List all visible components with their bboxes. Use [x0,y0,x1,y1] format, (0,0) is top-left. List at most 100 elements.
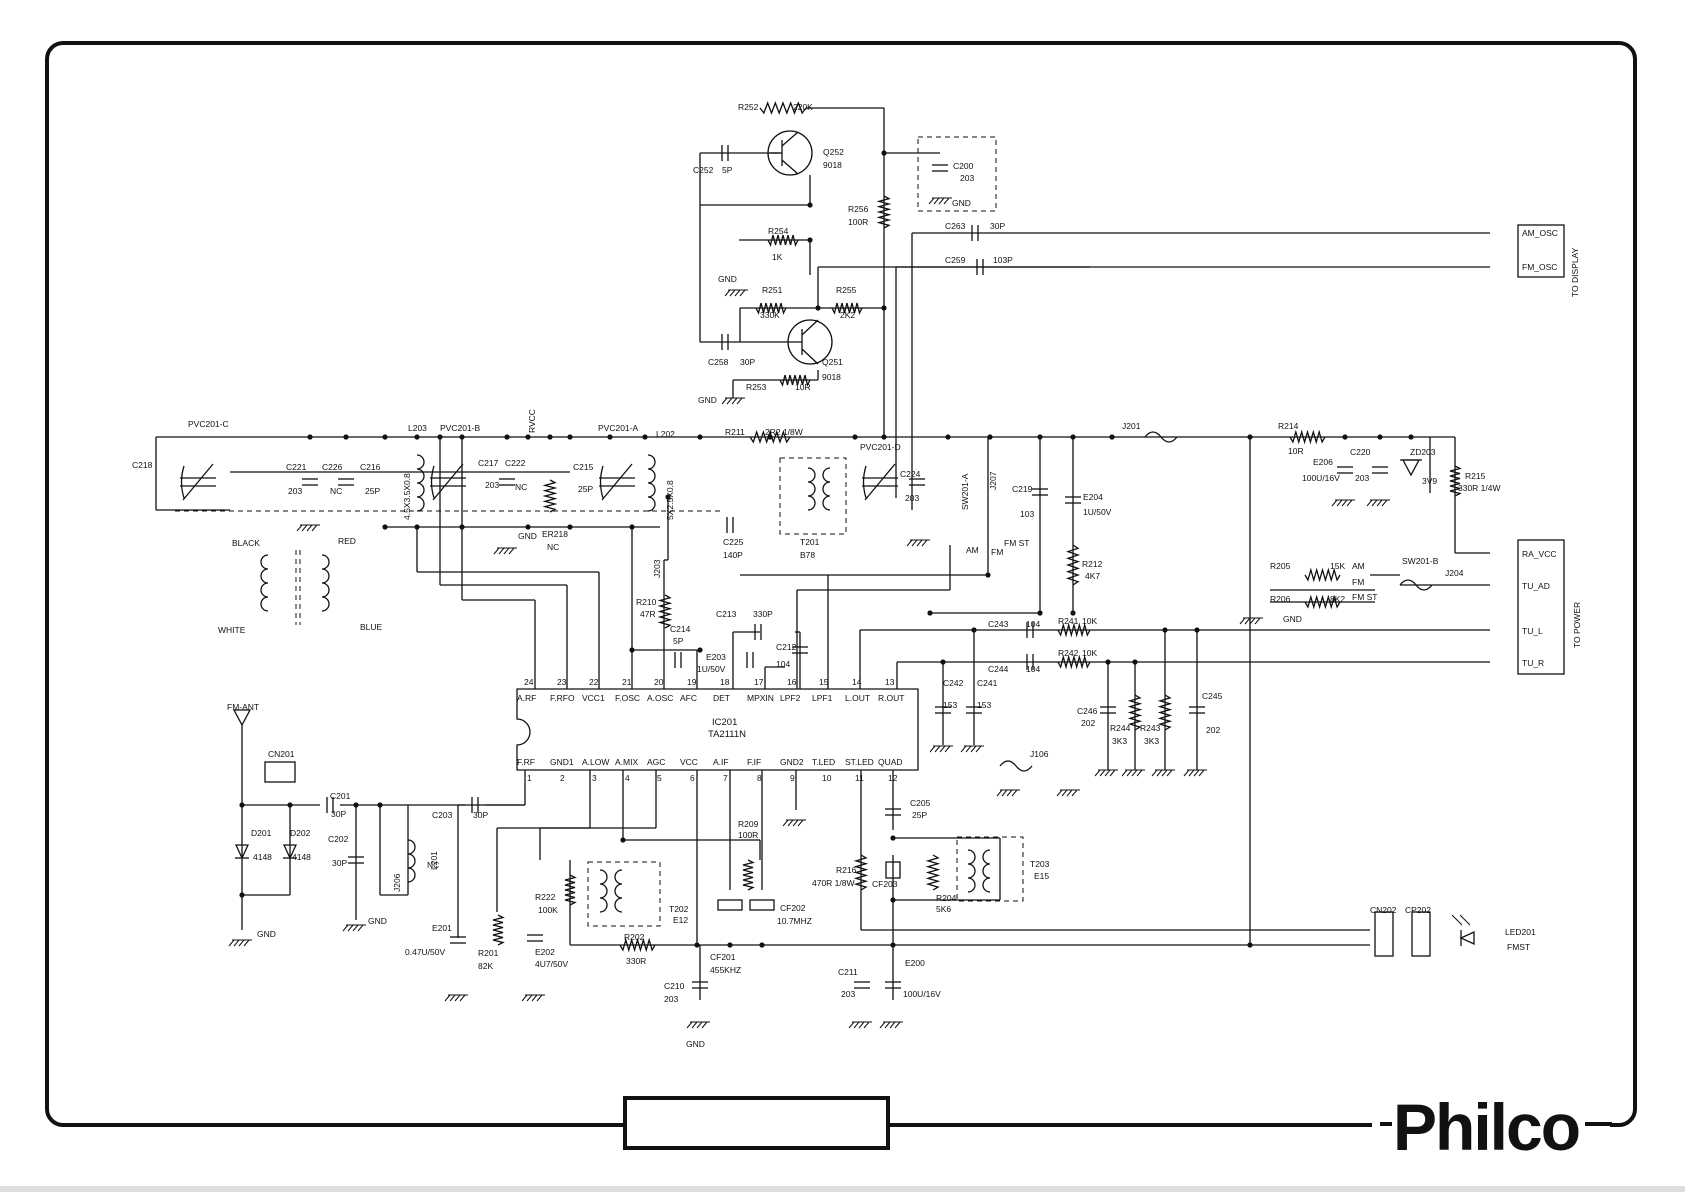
resistor [1127,694,1143,731]
component-label: LED201 [1505,927,1536,937]
component-label: 104 [1026,664,1040,674]
varcap-arrow [864,463,896,501]
inductor-coil [407,839,416,883]
ic-pin-name: GND1 [550,757,574,767]
ic-pin-name: T.LED [812,757,835,767]
varcap-trim [862,465,867,499]
junction-dot [881,434,887,440]
component-label: L203 [408,423,427,433]
component-label: C214 [670,624,691,634]
ground-hatch [1249,617,1256,625]
wiring [155,107,1490,1000]
ic-pin-name: MPXIN [747,693,774,703]
ic-pin-number: 18 [720,677,730,687]
ground-hatch [938,197,945,205]
junction-dot [890,942,896,948]
junction-dot [727,942,733,948]
component-label: 330K [760,310,780,320]
am-osc-pin: AM_OSC [1522,228,1558,238]
component-label: 203 [485,480,499,490]
junction-dot [807,237,813,243]
ground-hatch [1381,499,1388,507]
ground-hatch [1061,789,1068,797]
component-label: FM ST [1352,592,1378,602]
component-label: 100K [538,905,558,915]
component-label: 1K [772,252,783,262]
ic-pin-name: AFC [680,693,697,703]
component-label: 203 [841,989,855,999]
ground-hatch [1239,617,1246,625]
junction-dot [239,892,245,898]
component-label: 3K3 [1144,736,1159,746]
junction-dot [307,434,313,440]
junction-dot [1037,434,1043,440]
junction-dot [697,647,703,653]
ground-hatch [879,1021,886,1029]
resistor [1157,694,1173,731]
component-label: SW201-B [1402,556,1439,566]
component-label: C218 [132,460,153,470]
junction-dot [1070,434,1076,440]
component-label: 153 [943,700,957,710]
ground-hatch [701,1021,708,1029]
ground-hatch [1126,769,1133,777]
component-label: C210 [664,981,685,991]
component-label: C252 [693,165,714,175]
inductor-coil [982,849,991,893]
component-label: RVCC [527,409,537,433]
component-label: 203 [664,994,678,1004]
component-label: D201 [251,828,272,838]
resistor [619,937,656,953]
inductor-coil [416,454,425,512]
junction-dot [239,802,245,808]
ground-hatch [1121,769,1128,777]
component-label: 1U/50V [697,664,726,674]
component-label: 25P [912,810,927,820]
ground-hatch [960,745,967,753]
resistor [1065,544,1081,586]
component-label: D202 [290,828,311,838]
component-label: 100R [848,217,868,227]
component-label: J206 [392,873,402,892]
ground-hatch [889,1021,896,1029]
component-label: CN202 [1370,905,1397,915]
ground-hatch [238,939,245,947]
component-label: GND [368,916,387,926]
ground-hatch [858,1021,865,1029]
ic-pin-name: ST.LED [845,757,874,767]
junction-dot [987,434,993,440]
ground-hatch [1371,499,1378,507]
junction-dot [1132,659,1138,665]
component-label: 103P [993,255,1013,265]
component-label: J201 [1122,421,1141,431]
junction-dot [927,610,933,616]
resistor [542,479,558,513]
junction-dot [881,150,887,156]
component-label: 140P [723,550,743,560]
component-label: C244 [988,664,1009,674]
component-label: T201 [800,537,820,547]
component-label: 5P [673,636,684,646]
ground-hatch [944,745,951,753]
ic201-ref: IC201 [712,717,737,728]
component-label: 82K [478,961,493,971]
junction-dot [815,305,821,311]
component-label: R210 [636,597,657,607]
to-display-label: TO DISPLAY [1570,247,1580,297]
component-label: RED [338,536,356,546]
component-label: C215 [573,462,594,472]
component-label: 30P [332,858,347,868]
ground-hatch [863,1021,870,1029]
ground-hatch [1104,769,1111,777]
component-label: WHITE [218,625,246,635]
component-label: 202 [1081,718,1095,728]
junction-dot [985,572,991,578]
component-label: C259 [945,255,966,265]
component-label: 455KHZ [710,965,741,975]
component-label: R206 [1270,594,1291,604]
ground-hatch [1336,499,1343,507]
component-label: R253 [746,382,767,392]
component-label: AM [966,545,979,555]
component-label: 10R [1288,446,1304,456]
component-label: J207 [988,471,998,490]
